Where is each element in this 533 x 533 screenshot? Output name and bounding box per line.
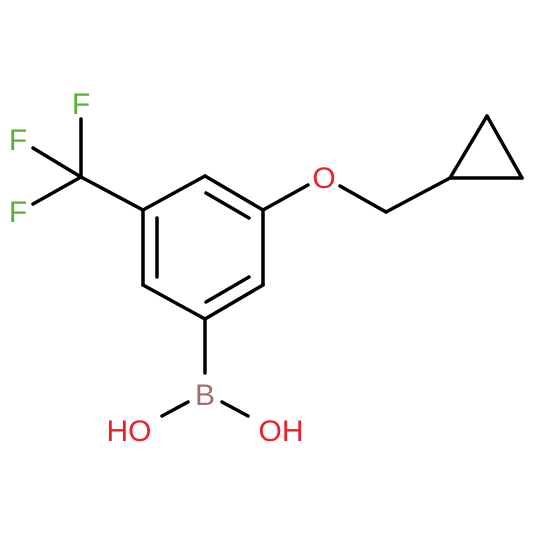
bond-cf3-to-f2	[31, 146, 83, 179]
fluorine-2-label: F	[9, 124, 27, 157]
boronic-acid-group: B HO OH	[107, 317, 304, 448]
double-bond-inner-bottom-right	[204, 275, 251, 304]
bond-ring-bottom-left	[141, 283, 207, 321]
bond-ch2-to-cyclopropyl	[384, 176, 452, 214]
ether-oxygen-label: O	[312, 162, 335, 195]
bond-boron-to-right-oh	[220, 400, 250, 418]
fluorine-1-label: F	[72, 88, 90, 121]
bond-ring-bottom-right	[203, 283, 265, 321]
boron-label: B	[195, 379, 215, 412]
bond-ring-to-cf3	[79, 175, 145, 212]
bond-cyclopropyl-top-right	[485, 114, 524, 180]
double-bond-inner-top-right	[204, 191, 251, 220]
bond-boron-to-left-oh	[160, 400, 190, 418]
hydroxyl-right-label: OH	[259, 415, 304, 448]
fluorine-3-label: F	[9, 196, 27, 229]
hydroxyl-left-label: HO	[107, 415, 152, 448]
trifluoromethyl-group: F F F	[9, 88, 145, 229]
bond-cyclopropyl-top-left	[448, 114, 489, 180]
bond-ring-top-left	[141, 174, 207, 212]
bond-ring-top-right	[203, 174, 265, 212]
benzene-ring	[141, 174, 265, 321]
bond-cf3-to-f3	[31, 175, 83, 206]
bond-oxygen-to-ch2	[338, 184, 388, 214]
bond-ring-to-oxygen	[261, 183, 310, 212]
cyclopropylmethoxy-group: O	[261, 114, 524, 214]
